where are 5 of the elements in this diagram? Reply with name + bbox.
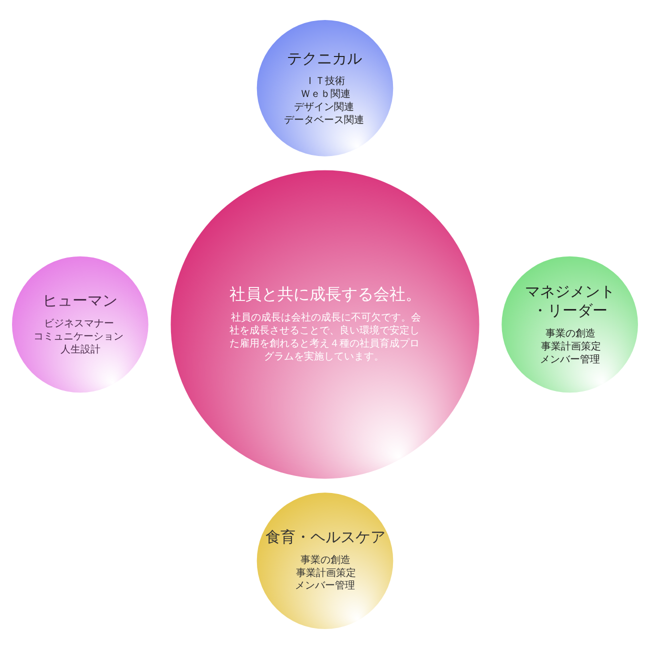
node-circle: ヒューマン ビジネスマナー コミュニケーション 人生設計 [12,256,148,392]
node-circle: 食育・ヘルスケア 事業の創造 事業計画策定 メンバー管理 [256,492,394,629]
node-circle: マネジメント・リーダー 事業の創造 事業計画策定 メンバー管理 [502,256,638,392]
node-circle: 社員と共に成長する会社。 社員の成長は会社の成長に不可欠です。会社を成長させることで、良い環境で安定した雇用を創れると考え４種の社員育成プログラムを実施しています。 [170,170,480,478]
node-circle: テクニカル ＩＴ技術 Ｗｅｂ関連 デザイン関連 データベース関連 [256,19,394,156]
